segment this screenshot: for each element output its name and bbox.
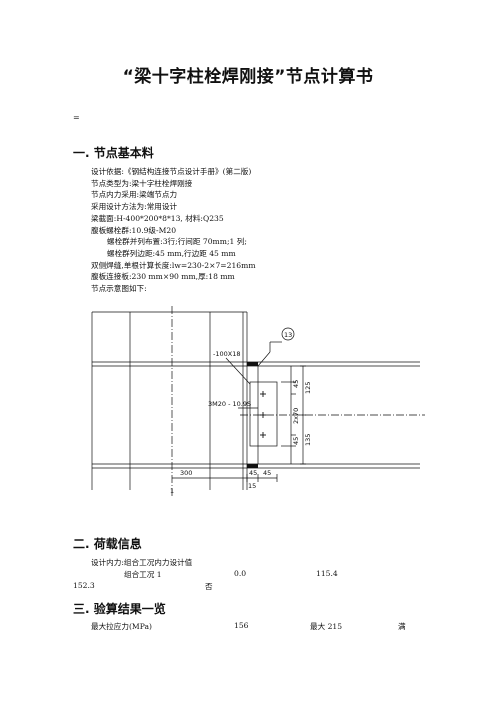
info-line: 节点内力采用:梁端节点力: [91, 190, 178, 200]
load-flag: 否: [205, 582, 213, 591]
page-title: “梁十字柱栓焊刚接”节点计算书: [122, 67, 374, 87]
dim-300: 300: [180, 469, 192, 477]
load-value: 0.0: [234, 569, 247, 578]
result-value: 156: [234, 621, 249, 630]
info-line: 螺栓群并列布置:3行;行间距 70mm;1 列;: [107, 237, 247, 247]
result-status: 满: [398, 622, 406, 631]
load-case-name: 组合工况 1: [124, 570, 162, 579]
info-line: 梁截面:H-400*200*8*13, 材料:Q235: [91, 213, 224, 223]
info-line: 双侧焊缝,单根计算长度:lw=230-2×7=216mm: [91, 260, 256, 270]
bolt-label: 3M20 - 10.9S: [208, 400, 251, 408]
dim-125: 125: [304, 382, 312, 394]
dim-45-bottom-a: 45: [249, 469, 257, 477]
load-line: 设计内力:组合工况内力设计值: [91, 558, 193, 567]
load-value: 115.4: [316, 569, 338, 578]
plate-label: -100X18: [213, 350, 240, 358]
section-heading-2: 二. 荷载信息: [73, 537, 142, 551]
marker-text: =: [73, 113, 80, 122]
info-line: 腹板螺栓群:10.9级-M20: [91, 225, 177, 235]
info-line: 螺栓群列边距:45 mm,行边距 45 mm: [107, 248, 236, 258]
info-line: 节点类型为:梁十字柱栓焊刚接: [91, 178, 193, 188]
section-heading-3: 三. 验算结果一览: [73, 602, 166, 616]
dim-45-bottom-b: 45: [263, 469, 271, 477]
result-name: 最大拉应力(MPa): [91, 622, 152, 631]
dim-15: 15: [248, 482, 256, 490]
info-line: 腹板连接板:230 mm×90 mm,厚:18 mm: [91, 272, 235, 282]
dim-45-top: 45: [292, 380, 300, 388]
dim-1: 1: [170, 487, 174, 495]
dim-135: 135: [304, 434, 312, 446]
result-limit: 最大 215: [310, 622, 343, 631]
dim-2x70: 2x70: [292, 408, 300, 424]
info-line: 采用设计方法为:常用设计: [91, 202, 178, 212]
dim-45-lower: 45: [292, 437, 300, 445]
section-heading-1: 一. 节点基本料: [73, 146, 154, 160]
info-line: 节点示意图如下:: [91, 284, 147, 293]
weld-size-label: 13: [284, 331, 292, 339]
info-line: 设计依据:《钢结构连接节点设计手册》(第二版): [91, 167, 252, 176]
load-value: 152.3: [73, 581, 95, 590]
